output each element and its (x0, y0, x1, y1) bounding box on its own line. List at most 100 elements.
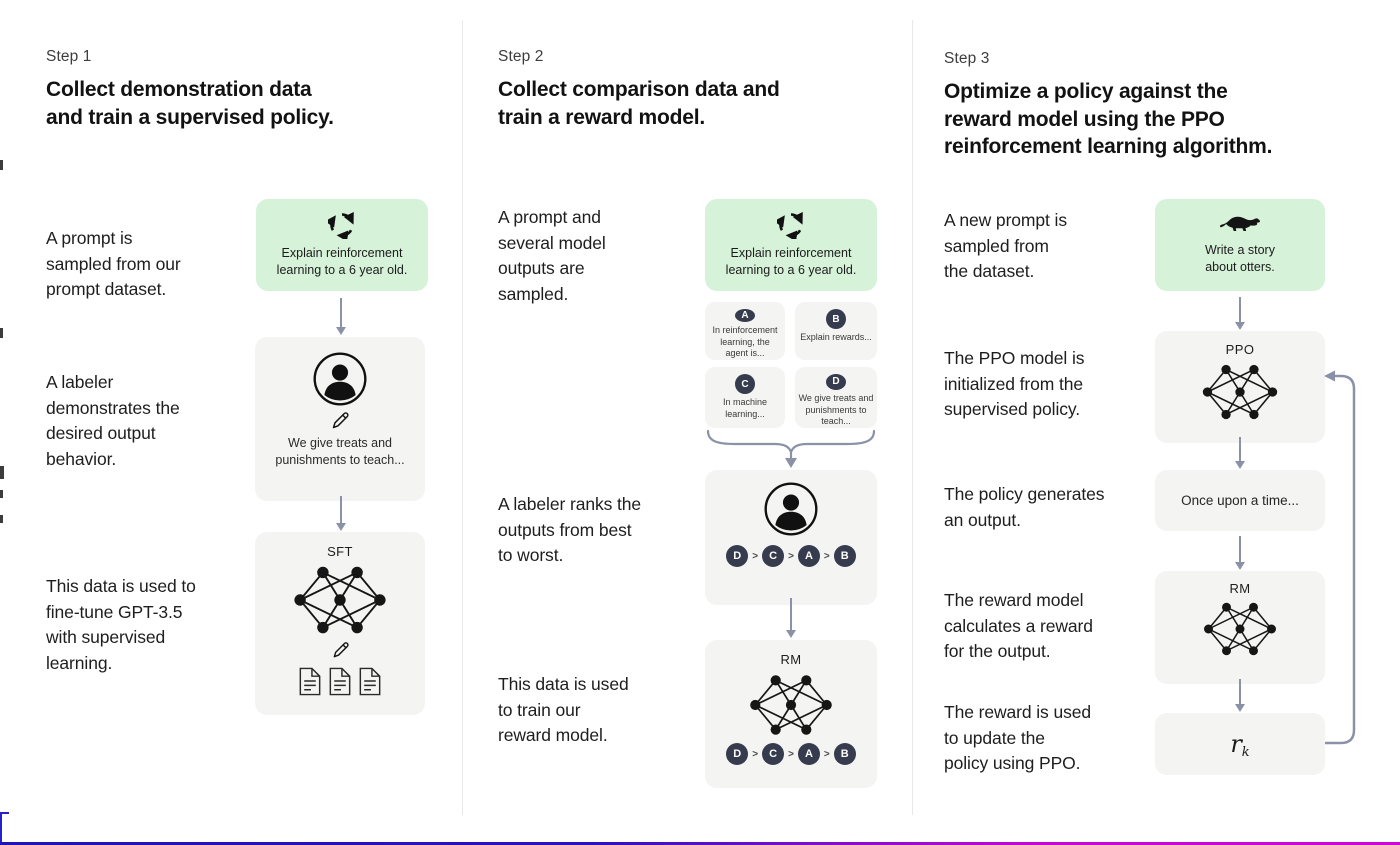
rank-badge: A (797, 545, 820, 567)
arrow-down (1234, 536, 1245, 570)
arrow-down (1234, 437, 1245, 469)
pencil-icon (333, 642, 349, 658)
step3-rm-label: RM (1229, 581, 1251, 596)
ranking-row: D > C > A > B (726, 743, 856, 765)
step2-answer-grid: A In reinforcement learning, the agent i… (705, 302, 877, 428)
step1-sft-box: SFT (255, 532, 425, 715)
greater-than: > (752, 748, 759, 760)
step1-title: Collect demonstration data and train a s… (46, 78, 334, 129)
feedback-loop-arrow (1324, 370, 1356, 745)
selection-border-left (0, 812, 2, 842)
step3-caption-new-prompt: A new prompt is sampled from the dataset… (944, 210, 1067, 282)
rank-badge: D (726, 545, 749, 567)
step3-ppo-label: PPO (1225, 342, 1255, 357)
greater-than: > (752, 550, 759, 562)
answer-text: We give treats and punishments to teach.… (798, 392, 874, 427)
step3-caption-reward-calc: The reward model calculates a reward for… (944, 590, 1093, 662)
answer-text: Explain rewards... (800, 332, 872, 342)
rank-badge: C (762, 545, 785, 567)
answer-badge: A (735, 309, 755, 322)
arrow-down (335, 496, 346, 531)
arrow-down (1234, 297, 1245, 330)
selection-border-corner (0, 812, 9, 814)
arrow-down (1234, 679, 1245, 712)
pencil-icon (332, 412, 349, 429)
step1-labeler-box: We give treats and punishments to teach.… (255, 337, 425, 501)
brace-merge-arrow (706, 429, 876, 468)
answer-card-c: C In machine learning... (705, 367, 785, 428)
greater-than: > (788, 748, 794, 760)
step2-title: Collect comparison data and train a rewa… (498, 78, 780, 129)
step1-labeler-box-text: We give treats and punishments to teach.… (275, 436, 405, 467)
step3-label: Step 3 (944, 50, 990, 67)
step1-sft-label: SFT (327, 544, 353, 559)
left-edge-artifact (0, 515, 3, 523)
cycle-icon (777, 212, 803, 240)
step2-rm-label: RM (780, 652, 802, 667)
step2-caption-sampled: A prompt and several model outputs are s… (498, 207, 606, 304)
step1-prompt-box-text: Explain reinforcement learning to a 6 ye… (276, 246, 408, 277)
step1-prompt-box: Explain reinforcement learning to a 6 ye… (256, 199, 428, 291)
step3-prompt-box-text: Write a story about otters. (1205, 243, 1275, 274)
neural-network-icon (1202, 364, 1278, 420)
neural-network-icon (294, 566, 386, 634)
step3-prompt-box: Write a story about otters. (1155, 199, 1325, 291)
step1-caption-finetune: This data is used to fine-tune GPT-3.5 w… (46, 576, 196, 673)
step3-caption-generates: The policy generates an output. (944, 484, 1105, 530)
column-divider (912, 20, 913, 815)
step2-labeler-box: D > C > A > B (705, 470, 877, 605)
rank-badge: A (797, 743, 820, 765)
answer-badge: B (826, 309, 846, 329)
rank-badge: B (833, 743, 856, 765)
greater-than: > (823, 550, 830, 562)
step2-caption-ranks: A labeler ranks the outputs from best to… (498, 494, 642, 566)
answer-card-a: A In reinforcement learning, the agent i… (705, 302, 785, 360)
column-divider (462, 20, 463, 815)
answer-badge: D (826, 374, 846, 390)
arrow-down (785, 598, 796, 638)
otter-icon (1220, 216, 1260, 232)
answer-card-d: D We give treats and punishments to teac… (795, 367, 877, 428)
reward-symbol: r (1230, 730, 1242, 758)
answer-card-b: B Explain rewards... (795, 302, 877, 360)
documents-icon (298, 667, 382, 696)
left-edge-artifact (0, 328, 3, 338)
step3-output-text: Once upon a time... (1181, 493, 1299, 508)
left-edge-artifact (0, 490, 3, 498)
ranking-row: D > C > A > B (726, 545, 856, 567)
step1-caption-labeler: A labeler demonstrates the desired outpu… (46, 372, 180, 469)
greater-than: > (788, 550, 794, 562)
greater-than: > (823, 748, 830, 760)
step2-label: Step 2 (498, 48, 544, 65)
rank-badge: B (833, 545, 856, 567)
person-icon (313, 352, 367, 406)
left-edge-artifact (0, 466, 4, 479)
step3-caption-reward-update: The reward is used to update the policy … (944, 702, 1092, 774)
step3-title: Optimize a policy against the reward mod… (944, 80, 1273, 159)
bottom-gradient-bar (0, 842, 1400, 845)
step3-output-box: Once upon a time... (1155, 470, 1325, 531)
neural-network-icon (750, 675, 832, 735)
neural-network-icon (1204, 602, 1276, 656)
rank-badge: D (726, 743, 749, 765)
arrow-down (335, 298, 346, 335)
step1-caption-prompt: A prompt is sampled from our prompt data… (46, 228, 181, 300)
answer-text: In reinforcement learning, the agent is.… (712, 324, 778, 359)
step2-prompt-box-text: Explain reinforcement learning to a 6 ye… (725, 246, 857, 277)
cycle-icon (328, 212, 354, 240)
rank-badge: C (762, 743, 785, 765)
reward-subscript: k (1241, 745, 1250, 760)
step3-ppo-box: PPO (1155, 331, 1325, 443)
step2-caption-train: This data is used to train our reward mo… (498, 674, 629, 746)
answer-text: In machine learning... (722, 397, 768, 419)
left-edge-artifact (0, 160, 3, 170)
step3-rm-box: RM (1155, 571, 1325, 684)
step1-label: Step 1 (46, 48, 92, 65)
step2-prompt-box: Explain reinforcement learning to a 6 ye… (705, 199, 877, 291)
step3-caption-ppo-init: The PPO model is initialized from the su… (944, 348, 1085, 420)
person-icon (764, 482, 818, 536)
step2-rm-box: RM D > C > A > (705, 640, 877, 788)
